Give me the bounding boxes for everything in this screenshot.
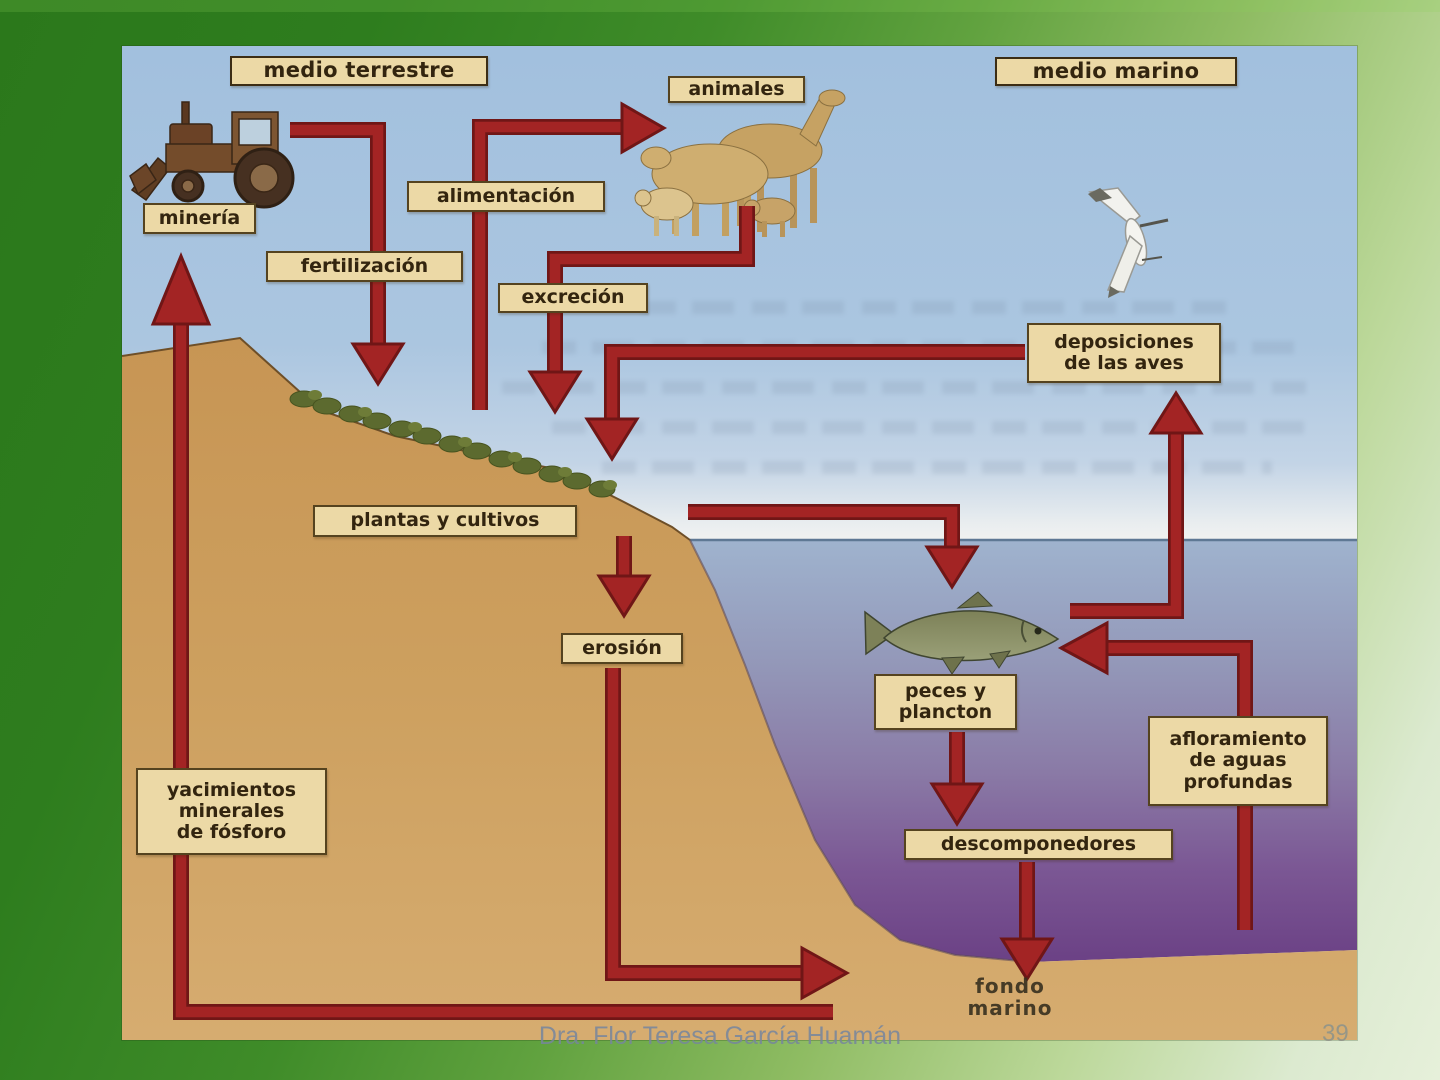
- scan-bleed-line: [602, 461, 1272, 474]
- label-deposiciones-de-las-aves: deposiciones de las aves: [1027, 323, 1221, 383]
- label-descomponedores: descomponedores: [904, 829, 1173, 860]
- arrow-afloramiento: [1057, 620, 1253, 930]
- slide-footer-author: Dra. Flor Teresa García Huamán: [538, 1022, 902, 1050]
- arrow-peces-to-descomponedores: [929, 732, 985, 827]
- fish-icon: [864, 591, 1060, 675]
- arrow-deposiciones-to-land: [584, 344, 1025, 462]
- arrow-runoff-to-sea: [688, 504, 980, 590]
- label-alimentacion: alimentación: [407, 181, 605, 212]
- label-animales: animales: [668, 76, 805, 103]
- label-erosion: erosión: [561, 633, 683, 664]
- label-fertilizacion: fertilización: [266, 251, 463, 282]
- label-excrecion: excreción: [498, 283, 648, 313]
- arrow-alimentacion: [472, 101, 668, 410]
- phosphorus-cycle-diagram: medio terrestre medio marino animales mi…: [122, 46, 1357, 1040]
- arrow-peces-to-aves: [1070, 390, 1204, 619]
- label-mineria: minería: [143, 203, 256, 234]
- arrow-sediment-to-mineria: [150, 252, 833, 1020]
- arrow-plantas-to-erosion: [596, 536, 652, 619]
- livestock-icon: [634, 89, 846, 237]
- label-fondo-marino: fondo marino: [967, 973, 1053, 1020]
- scan-bleed-line: [502, 381, 1322, 394]
- underwater-slope-line: [689, 539, 1031, 963]
- arrow-descomponedores-to-fondo: [999, 862, 1055, 982]
- tractor-icon: [129, 101, 295, 209]
- label-yacimientos-minerales-fosforo: yacimientos minerales de fósforo: [136, 768, 327, 855]
- label-plantas-y-cultivos: plantas y cultivos: [313, 505, 577, 537]
- arrow-excrecion: [527, 206, 755, 415]
- crop-plants-icon: [289, 390, 617, 498]
- label-afloramiento-aguas-profundas: afloramiento de aguas profundas: [1148, 716, 1328, 806]
- scan-bleed-line: [552, 421, 1312, 434]
- slide-page-number: 39: [1322, 1020, 1349, 1047]
- label-medio-terrestre: medio terrestre: [230, 56, 488, 86]
- slide-top-strip: [0, 0, 1440, 12]
- scan-bleed-line: [642, 301, 1242, 314]
- label-peces-y-plancton: peces y plancton: [874, 674, 1017, 730]
- diagram-scene: [122, 89, 1357, 1040]
- arrow-erosion-to-fondo-marino: [605, 668, 851, 1001]
- label-medio-marino: medio marino: [995, 57, 1237, 86]
- seabird-icon: [1088, 187, 1169, 298]
